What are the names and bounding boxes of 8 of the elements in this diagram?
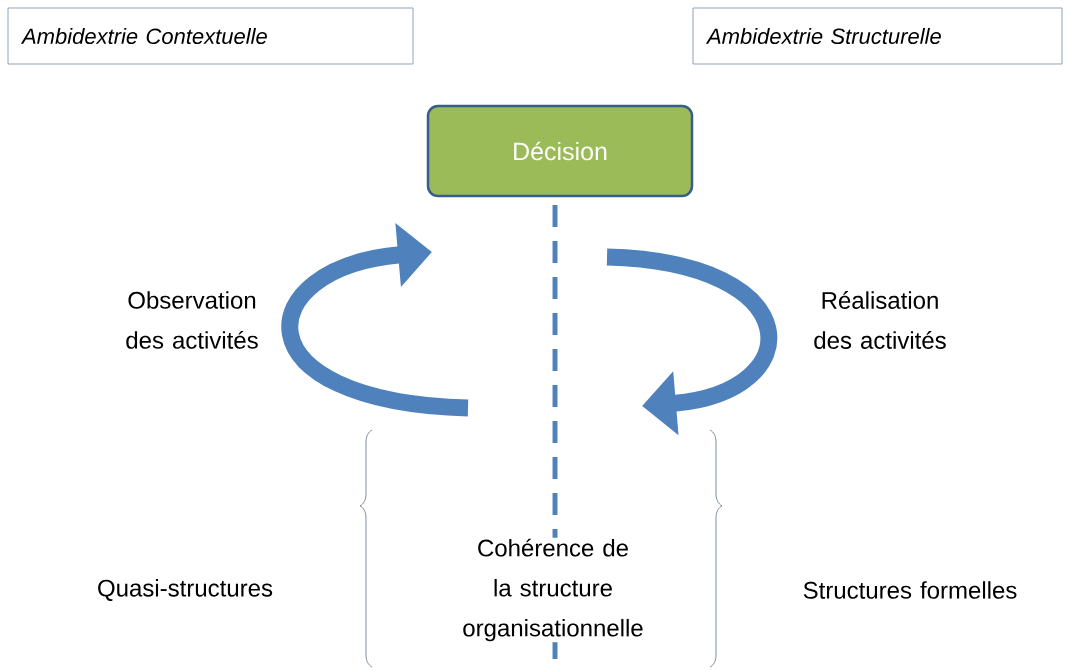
title-box: Ambidextrie Contextuelle [7, 7, 414, 65]
structure-label: Structures formelles [803, 581, 1017, 599]
decision-box: Décision [426, 104, 694, 198]
activity-label: Réalisation des activités [814, 291, 946, 349]
structure-label: Quasi-structures [98, 579, 273, 601]
title-box: Ambidextrie Structurelle [692, 7, 1063, 65]
activity-label: Observation des activités [126, 291, 258, 349]
center-label: Cohérence de la structure organisationnelle [447, 537, 659, 643]
